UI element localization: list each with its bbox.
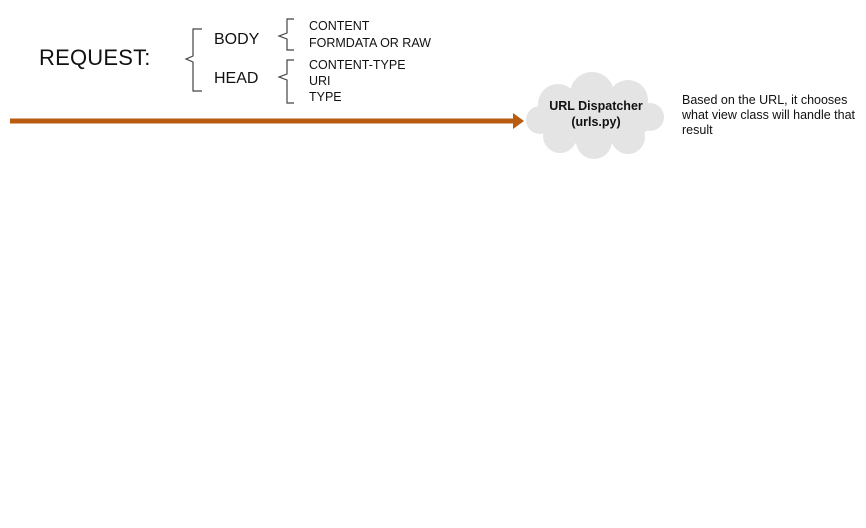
request-label: REQUEST: (39, 45, 151, 70)
url-dispatcher-file: (urls.py) (571, 115, 621, 129)
body-label: BODY (214, 31, 260, 48)
body-item-content: CONTENT (309, 19, 370, 33)
head-label: HEAD (214, 70, 259, 87)
url-dispatcher-title: URL Dispatcher (549, 99, 643, 113)
head-item-uri: URI (309, 74, 331, 88)
head-brace (277, 59, 294, 104)
head-item-type: TYPE (309, 90, 342, 104)
url-dispatcher-cloud (526, 72, 664, 159)
url-dispatcher-label: URL Dispatcher (urls.py) (530, 98, 662, 130)
request-arrow-head (513, 113, 524, 129)
head-item-content-type: CONTENT-TYPE (309, 58, 406, 72)
body-item-formdata: FORMDATA OR RAW (309, 36, 431, 50)
body-brace (277, 18, 294, 51)
dispatcher-note: Based on the URL, it chooses what view c… (682, 93, 855, 137)
request-brace (184, 28, 202, 92)
